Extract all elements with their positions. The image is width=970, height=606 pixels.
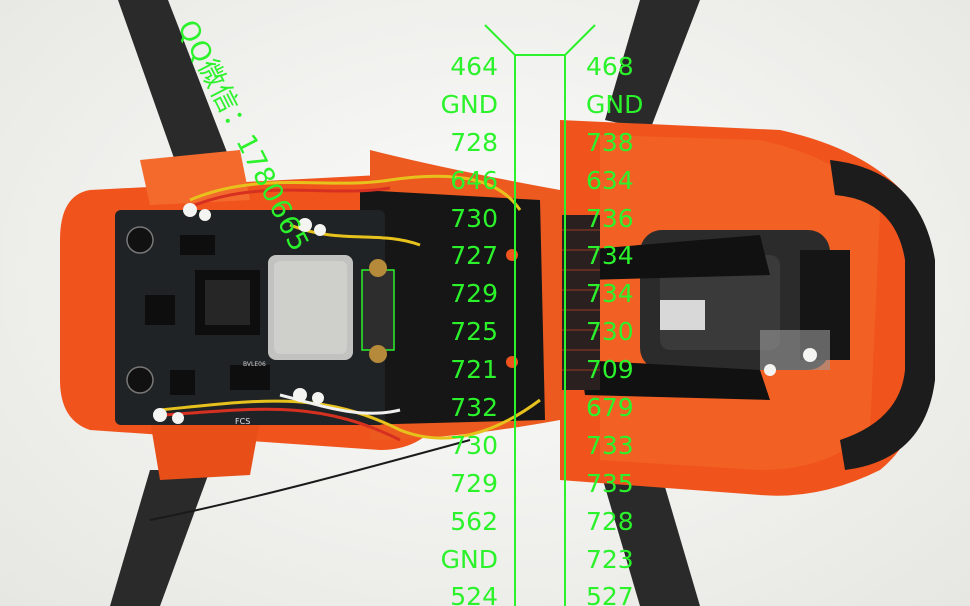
pin-value: 734 [586,241,634,271]
pin-value: 736 [586,203,634,233]
antenna-wire [149,439,471,521]
chip-label: BVLE06 [243,361,266,368]
pin-value: 634 [586,165,634,195]
pin-value: 729 [450,279,498,309]
pin-value: 729 [450,468,498,498]
pin-value: 738 [586,127,634,157]
screw-hole [506,356,518,368]
pin-value: 725 [450,317,498,347]
pin-value: GND [586,89,644,119]
pin-value: 733 [586,430,634,460]
pin-value: 730 [586,317,634,347]
pin-value: 527 [586,582,634,606]
pin-value: 728 [450,127,498,157]
glue-dots [153,203,817,424]
pin-value: GND [440,89,498,119]
gimbal-camera [580,230,850,400]
pin-value: 723 [586,544,634,574]
pin-value: 730 [450,430,498,460]
pin-value: 709 [586,355,634,385]
board-label: FCS [235,417,250,426]
pin-value: 728 [586,506,634,536]
pin-value: GND [440,544,498,574]
pin-value: 468 [586,52,634,81]
pin-value: 730 [450,203,498,233]
pin-value: 646 [450,165,498,195]
pin-value: 721 [450,355,498,385]
pin-value: 464 [450,52,498,81]
camera-frame [830,160,935,470]
pin-value: 562 [450,506,498,536]
screw-hole [506,249,518,261]
pin-value: 727 [450,241,498,271]
pin-value: 734 [586,279,634,309]
pin-value: 524 [450,582,498,606]
drone-arms [110,0,700,606]
pinout-guide-lines [484,24,596,606]
pin-value: 732 [450,393,498,423]
pin-value: 679 [586,393,634,423]
motor-wires [159,174,541,442]
left-pin-column: 464 GND 728 646 730 727 729 725 721 732 … [438,48,498,606]
pin-value: 735 [586,468,634,498]
right-pin-column: 468 GND 738 634 736 734 734 730 709 679 … [586,48,646,606]
vent-mesh [562,215,600,390]
battery-bay [360,190,545,425]
flight-controller-board [115,210,395,425]
vent-mesh-pattern [562,229,600,371]
